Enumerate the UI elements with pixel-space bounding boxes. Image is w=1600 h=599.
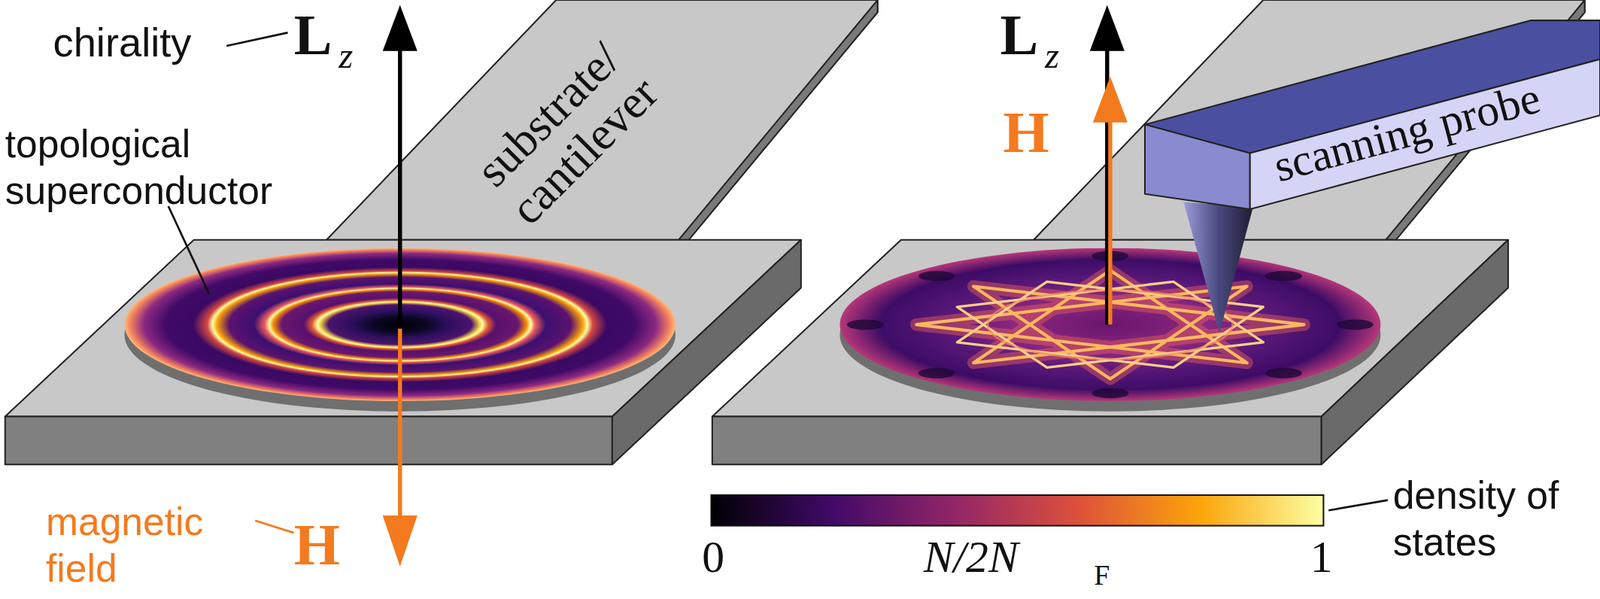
colorbar-tick: 1 <box>1310 530 1333 583</box>
vector-subscript: z <box>1044 34 1060 77</box>
callout-label: topological superconductor <box>5 120 332 215</box>
colorbar-tick: 0 <box>701 530 725 583</box>
vector-subscript: z <box>338 34 353 77</box>
vector-symbol: H <box>1002 97 1049 167</box>
colorbar-subscript: F <box>1093 558 1110 592</box>
vector-symbol: L <box>294 2 333 68</box>
callout-label: magnetic field <box>45 497 261 593</box>
vector-symbol: H <box>294 510 341 579</box>
colorbar-label: density of states <box>1393 471 1597 566</box>
vector-symbol: L <box>999 2 1039 68</box>
callout-label: chirality <box>53 18 192 65</box>
colorbar-title: N/2N <box>923 530 1019 583</box>
